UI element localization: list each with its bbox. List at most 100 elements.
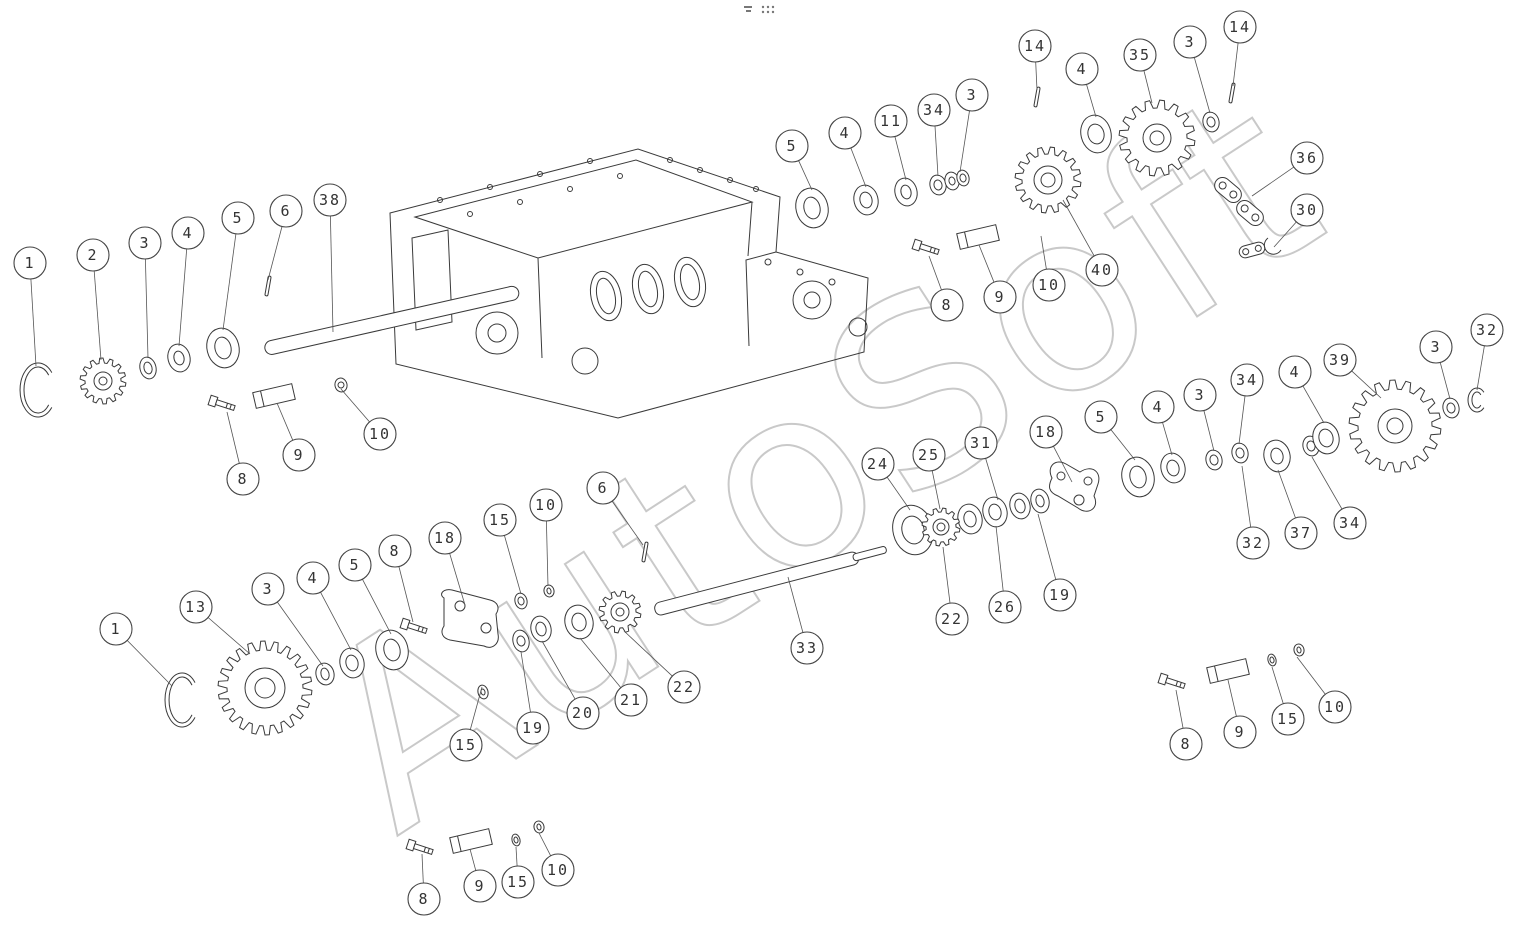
callout-number: 15	[1277, 710, 1299, 728]
washer-part	[1312, 421, 1340, 455]
callout-37: 37	[1277, 469, 1318, 550]
callout-number: 35	[1129, 46, 1151, 64]
callout-number: 21	[620, 691, 642, 709]
washer-part	[1030, 488, 1050, 514]
callout-5: 5	[221, 201, 255, 331]
callout-18: 18	[1029, 415, 1073, 483]
callout-balloon	[912, 438, 946, 472]
callout-40: 40	[1062, 199, 1119, 287]
housing-bolt-holes	[437, 157, 836, 286]
callout-5: 5	[338, 548, 392, 635]
callout-balloon	[483, 503, 517, 537]
callout-balloon	[76, 238, 110, 272]
callout-4: 4	[171, 216, 205, 347]
callout-5: 5	[1084, 400, 1136, 461]
gear-part	[1348, 379, 1442, 473]
callout-10: 10	[538, 832, 575, 887]
gear-part	[217, 640, 313, 736]
callout-balloon	[1223, 715, 1257, 749]
callout-number: 37	[1290, 524, 1312, 542]
callout-number: 3	[139, 234, 150, 252]
callout-balloon	[378, 534, 412, 568]
bolt-part	[1157, 672, 1186, 690]
callout-balloon	[1141, 390, 1175, 424]
callout-number: 8	[1180, 735, 1191, 753]
callout-balloon	[614, 683, 648, 717]
callout-balloon	[171, 216, 205, 250]
callout-22: 22	[935, 546, 969, 636]
callout-26: 26	[988, 525, 1022, 624]
callout-number: 8	[418, 890, 429, 908]
bolt-part	[911, 238, 940, 256]
callout-1: 1	[99, 612, 173, 687]
callout-34: 34	[1230, 363, 1264, 445]
callout-balloon	[667, 670, 701, 704]
callout-number: 25	[918, 446, 940, 464]
pivot-bracket-right	[1049, 461, 1100, 512]
callout-balloon	[282, 438, 316, 472]
callout-balloon	[988, 590, 1022, 624]
callout-14: 14	[1223, 10, 1257, 87]
housing-oval-openings	[589, 256, 707, 322]
callout-number: 30	[1296, 201, 1318, 219]
washer-part	[514, 592, 528, 610]
callout-number: 15	[507, 873, 529, 891]
bolt-part	[405, 838, 434, 856]
callout-number: 36	[1296, 149, 1318, 167]
housing-bore-holes	[475, 280, 868, 375]
callout-number: 34	[923, 101, 945, 119]
callout-10: 10	[1032, 235, 1066, 302]
washer-part	[530, 615, 552, 643]
gear-part	[1118, 99, 1196, 177]
washer-part	[956, 169, 970, 187]
upper-shaft	[264, 285, 520, 355]
callout-balloon	[99, 612, 133, 646]
callout-8: 8	[378, 534, 414, 623]
washer-part	[564, 604, 594, 640]
callout-balloon	[363, 417, 397, 451]
callout-number: 10	[1324, 698, 1346, 716]
callout-balloon	[221, 201, 255, 235]
callout-number: 18	[1035, 423, 1057, 441]
washer-part	[795, 187, 829, 229]
callout-13: 13	[179, 590, 251, 655]
callout-number: 32	[1242, 534, 1264, 552]
callout-number: 3	[262, 580, 273, 598]
gear-part	[79, 357, 127, 405]
callout-10: 10	[340, 388, 397, 451]
callout-balloon	[13, 246, 47, 280]
washer-part	[1160, 452, 1186, 484]
callout-31: 31	[964, 426, 999, 501]
callout-balloon	[128, 226, 162, 260]
callout-number: 3	[966, 86, 977, 104]
callout-balloon	[1032, 268, 1066, 302]
washer-part	[1080, 114, 1112, 154]
callout-balloon	[1029, 415, 1063, 449]
pin-part	[641, 541, 649, 563]
callout-4: 4	[1141, 390, 1175, 456]
callout-number: 24	[867, 455, 889, 473]
callout-balloon	[313, 183, 347, 217]
callout-balloon	[955, 78, 989, 112]
callout-number: 1	[110, 620, 121, 638]
callout-15: 15	[483, 503, 522, 595]
callout-balloon	[1271, 702, 1305, 736]
callout-balloon	[269, 194, 303, 228]
callout-22: 22	[623, 630, 701, 704]
callout-balloon	[179, 590, 213, 624]
callout-number: 39	[1329, 351, 1351, 369]
callout-number: 1	[24, 254, 35, 272]
callout-number: 4	[307, 569, 318, 587]
callout-15: 15	[449, 686, 483, 762]
callout-number: 10	[535, 496, 557, 514]
callout-number: 15	[455, 736, 477, 754]
callout-balloon	[935, 602, 969, 636]
callout-24: 24	[861, 447, 911, 511]
callout-number: 10	[369, 425, 391, 443]
callout-balloon	[1085, 253, 1119, 287]
callout-number: 19	[522, 719, 544, 737]
callout-number: 22	[941, 610, 963, 628]
washer-part	[512, 629, 530, 653]
callout-balloon	[1290, 193, 1324, 227]
callout-20: 20	[541, 640, 600, 730]
